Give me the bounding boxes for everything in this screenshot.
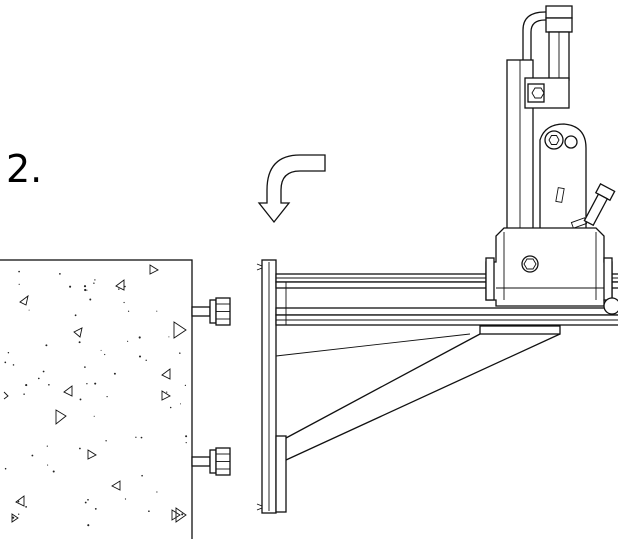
concrete-speckle	[25, 506, 27, 508]
concrete-speckle	[83, 285, 87, 288]
concrete-speckle	[37, 377, 40, 380]
rotate-arrow-icon	[257, 154, 326, 224]
concrete-speckle	[184, 384, 187, 387]
concrete-speckle	[48, 384, 50, 386]
concrete-speckle	[23, 393, 25, 395]
concrete-speckle	[138, 355, 142, 358]
concrete-speckle	[179, 403, 182, 405]
concrete-speckle	[4, 467, 7, 470]
support-arm	[275, 325, 561, 511]
concrete-speckle	[124, 285, 126, 288]
concrete-speckle	[123, 301, 125, 304]
concrete-speckle	[127, 310, 130, 312]
concrete-speckle	[87, 524, 90, 527]
concrete-speckle	[185, 442, 187, 444]
concrete-speckle	[7, 351, 10, 354]
concrete-speckle	[45, 344, 48, 347]
concrete-speckle	[18, 283, 20, 285]
concrete-speckle	[28, 309, 30, 311]
anchor-bolt-upper	[191, 297, 231, 326]
concrete-speckle	[12, 364, 15, 366]
concrete-speckle	[86, 383, 88, 385]
concrete-speckle	[69, 285, 72, 288]
concrete-speckle	[84, 366, 86, 368]
step-number: 2.	[6, 147, 43, 191]
concrete-speckle	[156, 310, 158, 312]
concrete-speckle	[17, 500, 20, 503]
concrete-speckle	[140, 436, 143, 439]
concrete-speckle	[104, 353, 106, 356]
vertical-mast	[506, 5, 573, 261]
concrete-speckle	[89, 298, 92, 301]
concrete-speckle	[93, 415, 95, 417]
wall-outline	[0, 259, 193, 539]
concrete-speckle	[93, 282, 95, 284]
concrete-speckle	[127, 340, 129, 342]
horizontal-rails	[275, 273, 618, 326]
concrete-speckle	[118, 288, 120, 290]
concrete-speckle	[135, 436, 137, 438]
concrete-speckle	[87, 498, 89, 501]
concrete-speckle	[78, 341, 81, 344]
concrete-speckle	[94, 507, 97, 510]
concrete-speckle	[46, 445, 48, 447]
concrete-speckle	[145, 359, 147, 362]
concrete-speckle	[106, 395, 108, 398]
concrete-speckle	[31, 454, 34, 457]
concrete-speckle	[185, 435, 188, 438]
concrete-speckle	[47, 464, 49, 466]
concrete-speckle	[79, 398, 82, 401]
concrete-speckle	[181, 513, 184, 516]
concrete-speckle	[52, 470, 55, 473]
concrete-speckle	[169, 406, 172, 409]
concrete-speckle	[12, 516, 15, 519]
concrete-speckle	[124, 498, 127, 500]
concrete-speckle	[84, 288, 87, 292]
concrete-speckle	[168, 336, 170, 338]
concrete-speckle	[42, 370, 45, 373]
concrete-speckle	[74, 314, 77, 317]
concrete-speckle	[166, 391, 168, 393]
concrete-speckle	[105, 440, 107, 442]
concrete-speckle	[94, 279, 96, 281]
concrete-speckle	[156, 491, 158, 493]
concrete-aggregate-triangles	[3, 264, 187, 523]
concrete-speckle	[25, 384, 28, 387]
concrete-speckle	[179, 352, 181, 354]
mounting-plate	[256, 259, 287, 514]
concrete-speckle	[79, 447, 81, 450]
concrete-speckle	[100, 349, 102, 351]
concrete-speckle	[148, 510, 150, 513]
concrete-speckle	[59, 273, 61, 275]
concrete-speckle	[4, 361, 7, 364]
concrete-speckle	[141, 474, 143, 477]
saddle-housing	[485, 227, 618, 315]
concrete-speckle	[84, 501, 87, 504]
concrete-speckle	[138, 336, 141, 339]
concrete-speckle	[94, 382, 97, 385]
concrete-speckle	[18, 513, 20, 515]
concrete-speckles	[4, 270, 188, 527]
concrete-speckle	[18, 270, 20, 273]
concrete-wall	[0, 259, 193, 539]
concrete-speckle	[113, 372, 116, 375]
concrete-speckle	[86, 289, 88, 291]
anchor-bolt-lower	[191, 447, 231, 476]
